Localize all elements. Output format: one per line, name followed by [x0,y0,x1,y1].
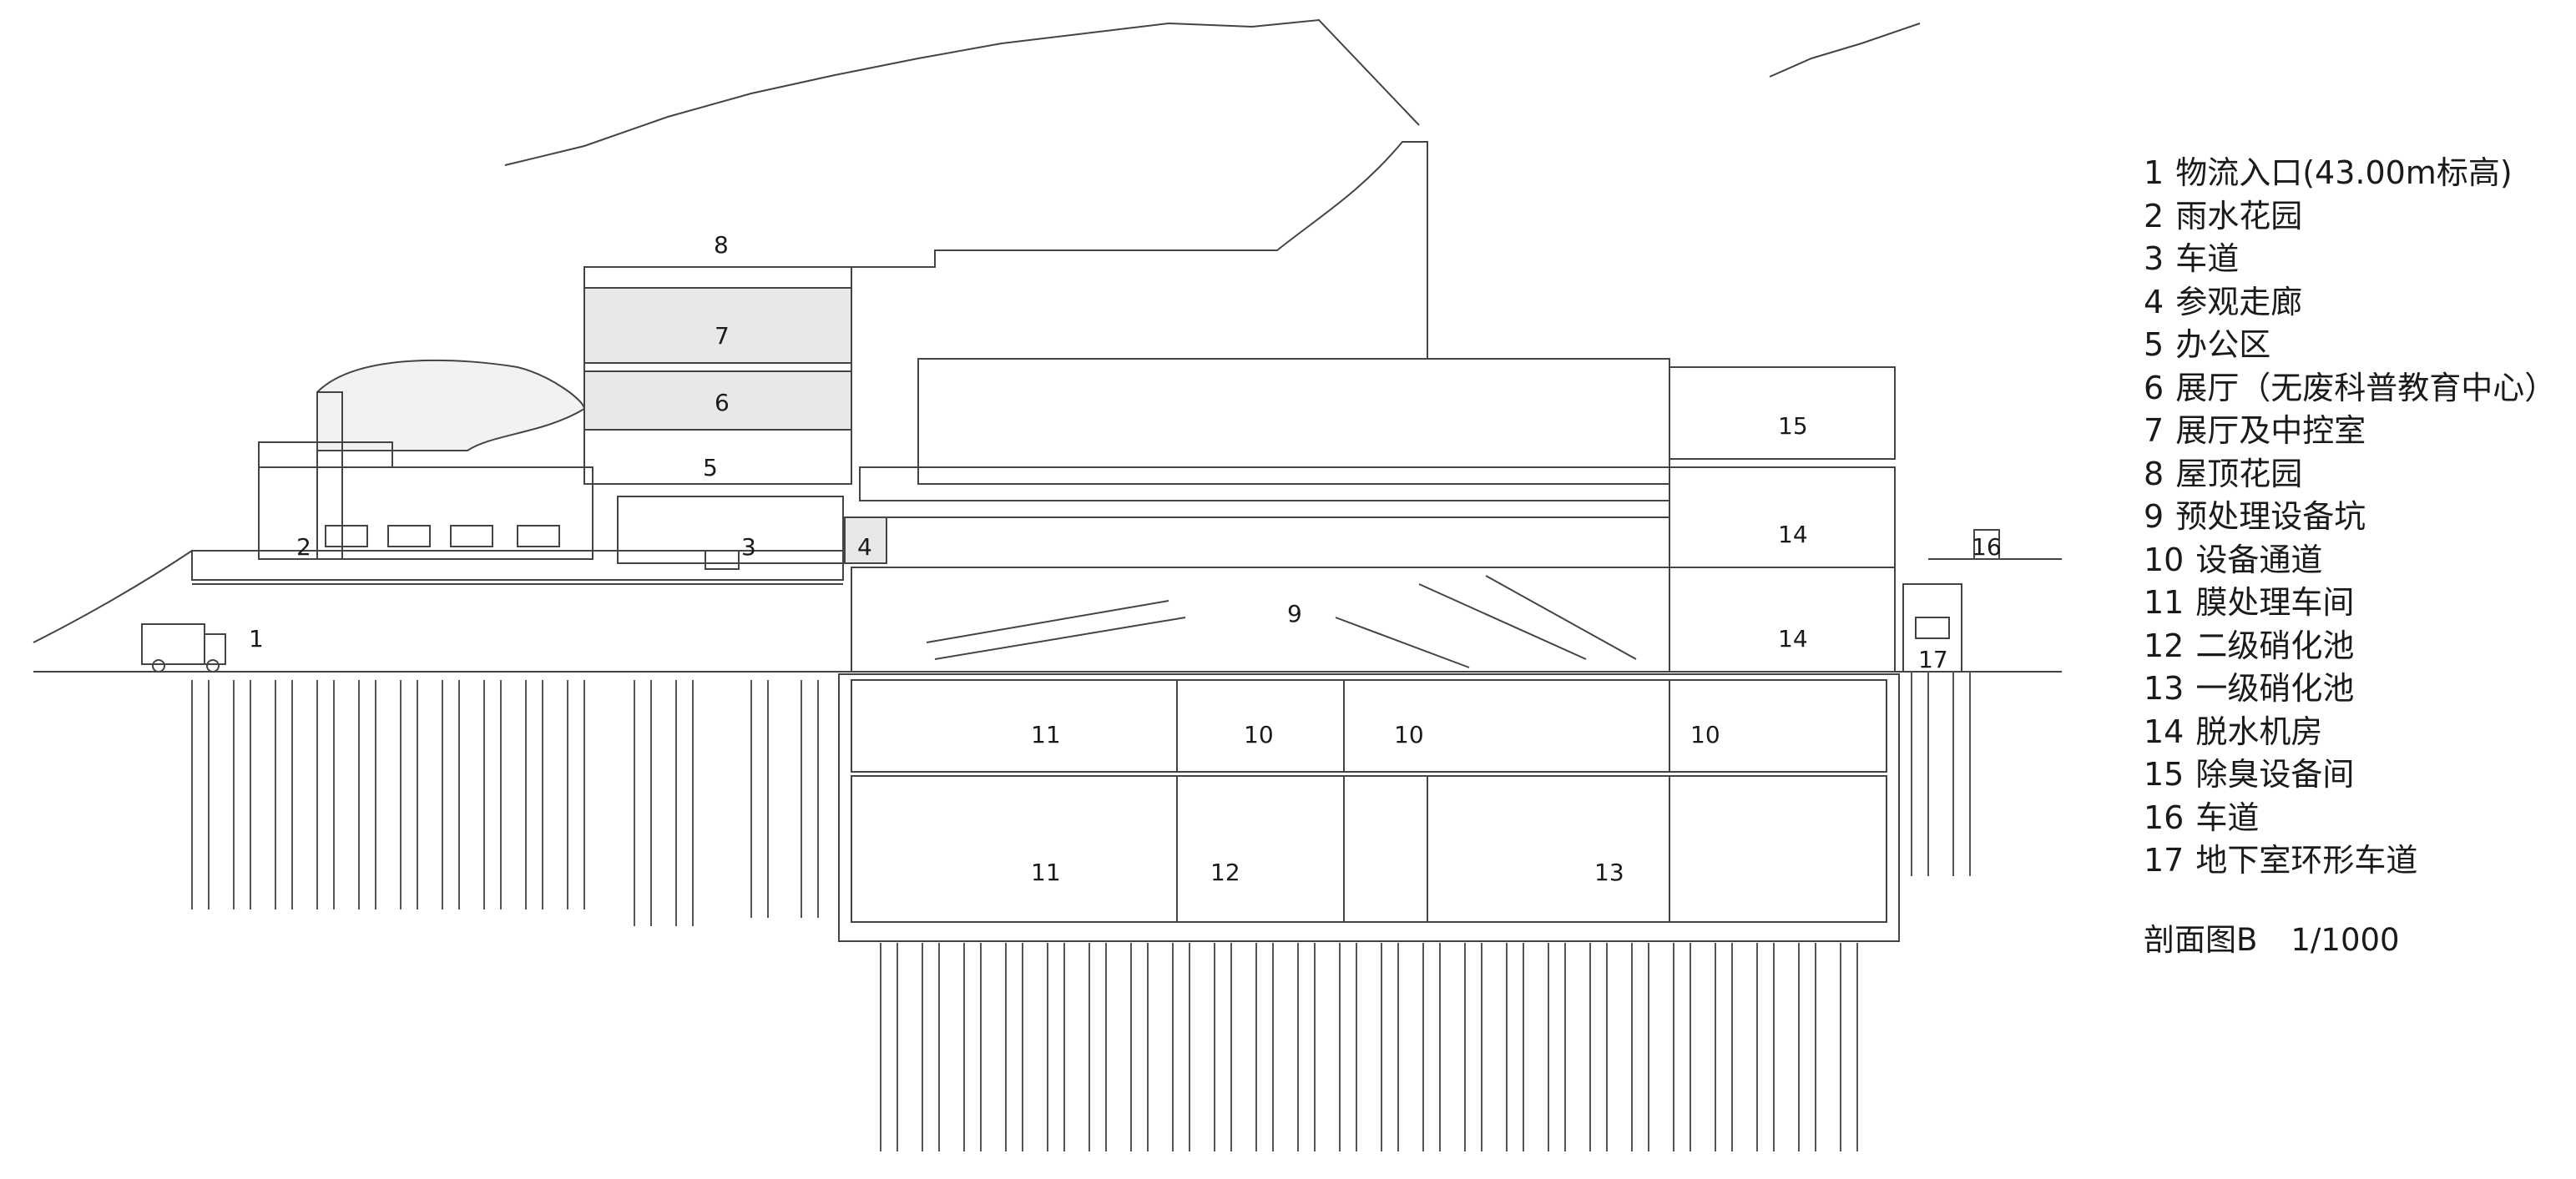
legend-number: 12 [2144,627,2185,664]
tag-3: 3 [741,533,756,561]
legend-number: 11 [2144,584,2185,621]
legend-number: 2 [2144,197,2164,234]
legend-item: 15 除臭设备间 [2144,753,2556,797]
legend-item: 11 膜处理车间 [2144,582,2556,625]
drawing-caption: 剖面图B 1/1000 [2144,914,2400,960]
legend-number: 5 [2144,326,2164,363]
legend-number: 9 [2144,498,2164,535]
caption-scale: 1/1000 [2291,922,2400,958]
legend-item: 13 一级硝化池 [2144,668,2556,711]
legend-label: 雨水花园 [2175,197,2303,234]
legend-item: 7 展厅及中控室 [2144,410,2556,453]
mountain-outline [504,18,1420,166]
legend-label: 除臭设备间 [2195,756,2355,793]
tag-5: 5 [703,454,718,481]
piles-left [191,680,819,926]
legend-label: 物流入口(43.00m标高) [2175,154,2513,191]
legend-number: 7 [2144,412,2164,449]
curved-roof [316,359,586,451]
legend-number: 8 [2144,455,2164,492]
level-b2 [851,775,1887,923]
tag-11b: 11 [1031,859,1061,886]
tag-14a: 14 [1778,521,1808,548]
legend-label: 脱水机房 [2195,713,2323,750]
legend-item: 9 预处理设备坑 [2144,496,2556,539]
truck-1 [141,623,205,665]
legend-label: 展厅（无废科普教育中心） [2175,369,2557,406]
legend-number: 13 [2144,670,2185,707]
odor-room-15 [1669,366,1896,460]
car-16 [1973,529,2000,560]
legend-number: 10 [2144,541,2185,578]
pit-9 [851,567,1670,673]
tag-10a: 10 [1244,721,1274,748]
tag-1: 1 [249,625,264,652]
legend-label: 参观走廊 [2175,283,2303,320]
legend-number: 3 [2144,240,2164,277]
tag-15: 15 [1778,412,1808,440]
legend-item: 12 二级硝化池 [2144,625,2556,668]
legend-label: 办公区 [2175,326,2271,363]
car-17 [1915,617,1950,639]
legend-label: 一级硝化池 [2195,670,2355,707]
window-row-2 [325,525,560,547]
legend-number: 15 [2144,756,2185,793]
legend-label: 车道 [2195,799,2260,836]
dewater-14-lower [1669,567,1896,673]
legend: 1 物流入口(43.00m标高) 2 雨水花园 3 车道 4 参观走廊 5 办公区 6 展厅… [2144,152,2556,883]
tag-6: 6 [715,389,730,416]
equipment-ramps [926,575,1637,668]
tag-8: 8 [714,231,729,259]
tag-13: 13 [1594,859,1624,886]
tag-11a: 11 [1031,721,1061,748]
tag-10b: 10 [1394,721,1424,748]
corridor-4 [844,516,887,564]
legend-label: 屋顶花园 [2175,455,2303,492]
section-drawing: 1 2 3 4 5 6 7 8 9 10 10 10 11 11 12 13 1… [33,18,2062,1151]
legend-label: 展厅及中控室 [2175,412,2366,449]
legend-label: 车道 [2175,240,2240,277]
tag-17: 17 [1918,646,1948,673]
left-hill [33,550,193,643]
legend-item: 1 物流入口(43.00m标高) [2144,152,2556,195]
piles-main [880,672,1971,1151]
hall-6 [583,370,852,431]
legend-item: 10 设备通道 [2144,539,2556,582]
legend-item: 6 展厅（无废科普教育中心） [2144,367,2556,411]
legend-item: 8 屋顶花园 [2144,453,2556,496]
legend-item: 5 办公区 [2144,324,2556,367]
legend-item: 14 脱水机房 [2144,711,2556,754]
caption-title: 剖面图B [2144,922,2258,958]
dewater-14-upper [1669,466,1896,568]
tag-16: 16 [1972,533,2002,561]
tag-4: 4 [857,533,872,561]
legend-number: 4 [2144,283,2164,320]
tag-2: 2 [296,533,311,561]
tag-12: 12 [1210,859,1240,886]
legend-number: 16 [2144,799,2185,836]
legend-number: 6 [2144,369,2164,406]
legend-label: 二级硝化池 [2195,627,2355,664]
legend-label: 预处理设备坑 [2175,498,2366,535]
legend-number: 14 [2144,713,2185,750]
legend-item: 2 雨水花园 [2144,195,2556,239]
hall-7 [583,287,852,364]
legend-label: 膜处理车间 [2195,584,2355,621]
mountain-outline-right [1769,23,1921,78]
legend-item: 16 车道 [2144,797,2556,840]
tag-7: 7 [715,322,730,350]
legend-item: 4 参观走廊 [2144,281,2556,325]
tag-10c: 10 [1690,721,1720,748]
legend-number: 1 [2144,154,2164,191]
car-3 [705,550,740,570]
legend-label: 地下室环形车道 [2195,842,2418,879]
level-b1 [851,679,1887,773]
legend-item: 3 车道 [2144,238,2556,281]
legend-number: 17 [2144,842,2185,879]
legend-item: 17 地下室环形车道 [2144,839,2556,883]
tag-9: 9 [1287,600,1302,627]
legend-label: 设备通道 [2195,541,2323,578]
tag-14b: 14 [1778,625,1808,652]
